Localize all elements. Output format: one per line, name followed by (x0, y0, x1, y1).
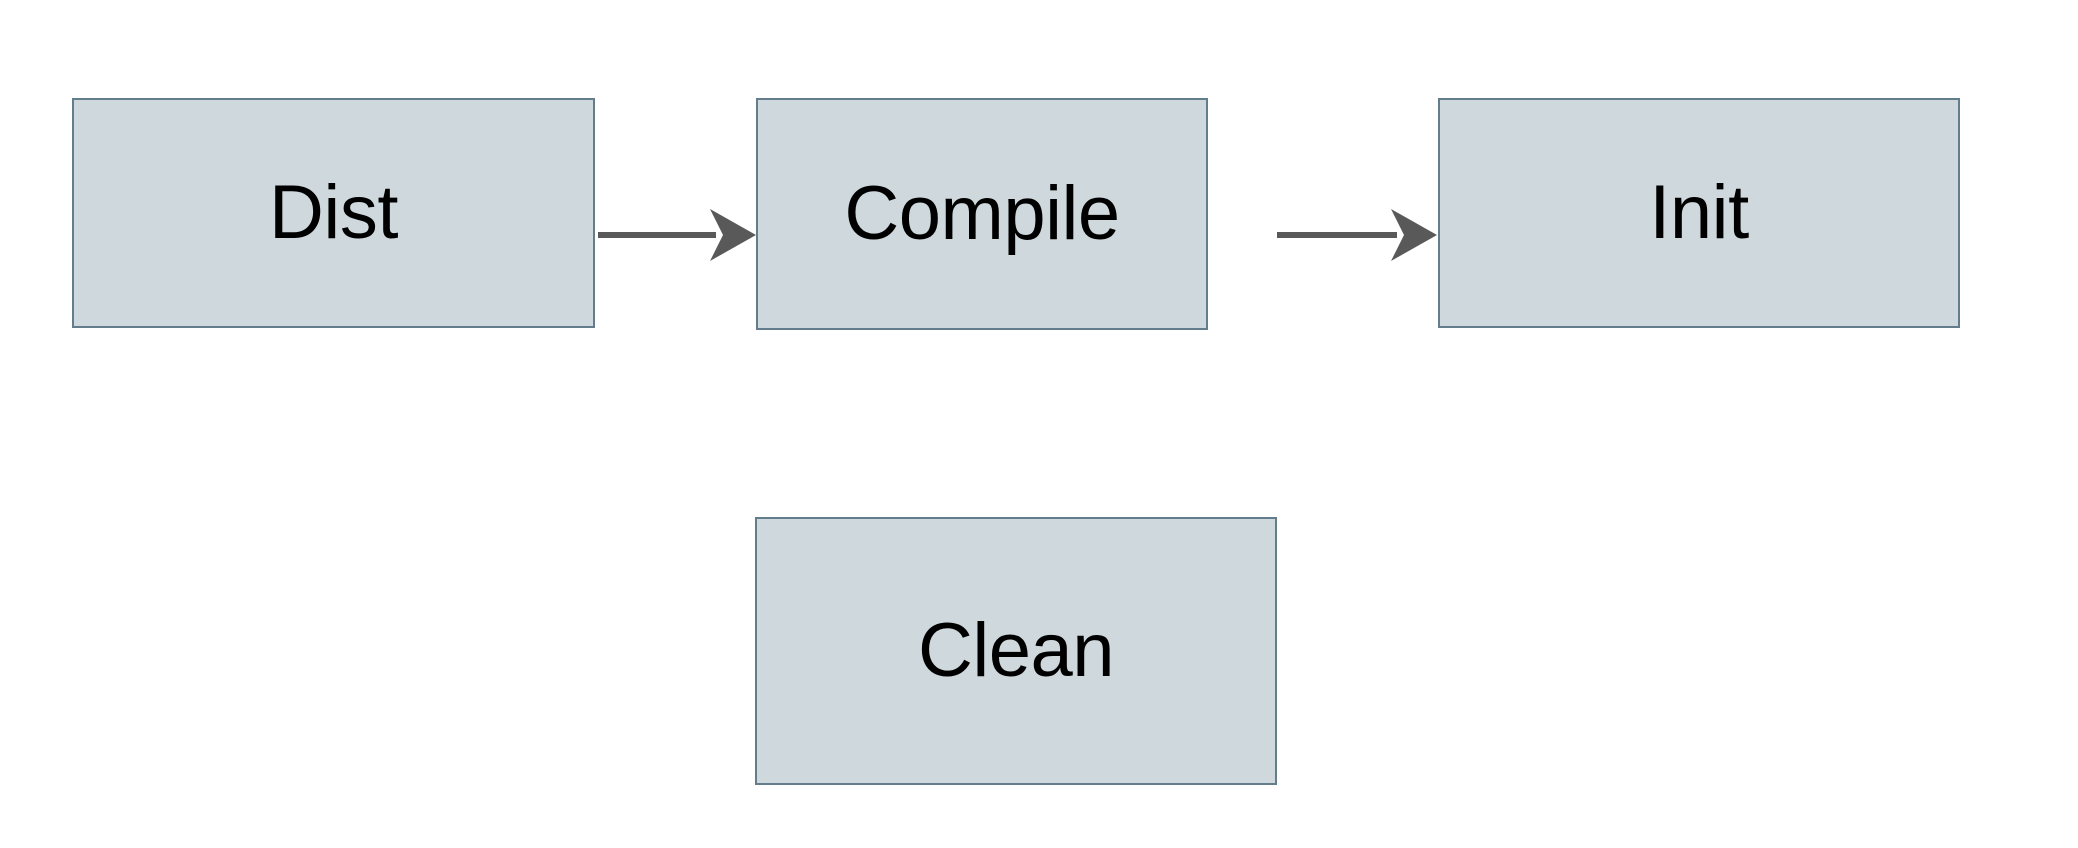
node-label-clean: Clean (917, 608, 1115, 693)
diagram-node-compile[interactable]: Compile (756, 98, 1208, 330)
node-label-init: Init (1649, 170, 1749, 255)
node-label-dist: Dist (269, 170, 398, 255)
diagram-node-init[interactable]: Init (1438, 98, 1960, 328)
diagram-edge-dist-to-compile[interactable] (598, 207, 756, 263)
diagram-node-clean[interactable]: Clean (755, 517, 1277, 785)
arrow-right-icon (598, 209, 756, 261)
arrow-right-icon (1277, 209, 1437, 261)
node-label-compile: Compile (844, 171, 1120, 256)
diagram-edge-compile-to-init[interactable] (1277, 207, 1437, 263)
diagram-node-dist[interactable]: Dist (72, 98, 595, 328)
